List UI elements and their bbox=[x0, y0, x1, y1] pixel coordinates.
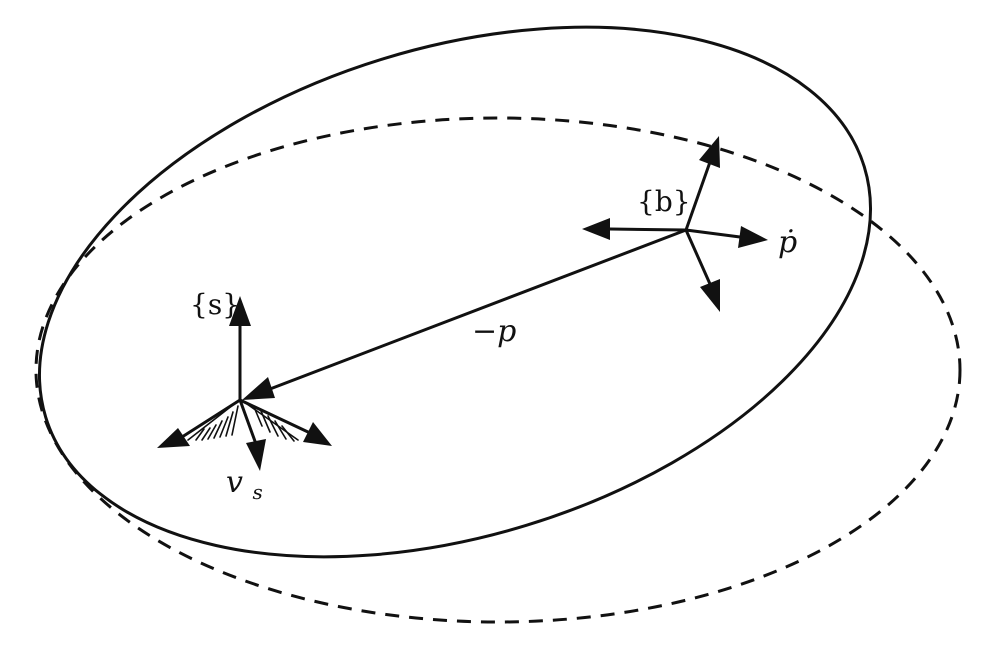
hatched-contact-patch bbox=[187, 400, 299, 442]
body-velocity-vector bbox=[684, 228, 742, 239]
space-frame-label: {s} bbox=[190, 288, 240, 321]
body-frame-z-axis bbox=[684, 160, 712, 232]
solid-ellipse bbox=[38, 25, 872, 559]
body-frame-x-arrowhead bbox=[582, 218, 610, 240]
space-frame-z-arrowhead bbox=[229, 296, 251, 326]
position-vector-label: −p bbox=[472, 314, 516, 349]
space-velocity-label-main: v bbox=[226, 465, 243, 500]
space-velocity-arrowhead bbox=[246, 439, 266, 471]
body-frame-label: {b} bbox=[637, 185, 691, 218]
space-velocity-label: v s bbox=[226, 465, 263, 504]
position-vector-line bbox=[268, 228, 688, 391]
dashed-ellipse bbox=[34, 116, 962, 624]
body-frame-y-axis bbox=[684, 228, 712, 286]
space-frame-y-arrowhead bbox=[303, 422, 332, 446]
body-frame-x-axis bbox=[608, 227, 688, 232]
space-frame-y-axis bbox=[238, 398, 310, 434]
body-frame-z-arrowhead bbox=[699, 136, 720, 168]
position-vector-arrowhead bbox=[242, 377, 275, 400]
body-velocity-arrowhead bbox=[738, 226, 768, 248]
body-frame-axes bbox=[582, 136, 720, 312]
body-frame-y-arrowhead bbox=[700, 279, 720, 312]
space-velocity-vector bbox=[238, 398, 258, 446]
space-frame-axes bbox=[157, 296, 332, 448]
space-velocity-label-subscript: s bbox=[253, 480, 263, 504]
body-velocity-label: ṗ bbox=[778, 225, 797, 260]
space-frame-x-arrowhead bbox=[157, 428, 190, 448]
space-frame-x-axis bbox=[180, 398, 242, 439]
